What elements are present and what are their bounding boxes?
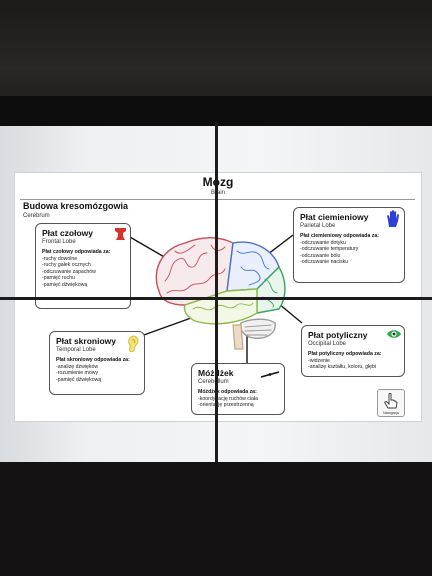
brain-figure-icon bbox=[115, 228, 126, 240]
list-item: -analizę dźwięków bbox=[56, 363, 99, 370]
frontal-lobe-subtitle: Frontal Lobe bbox=[42, 239, 76, 245]
parietal-lobe-card[interactable]: Płat ciemieniowy Parietal Lobe Płat ciem… bbox=[293, 207, 405, 283]
section-title: Budowa kresomózgowia bbox=[23, 201, 129, 211]
list-item: -odczuwanie bólu bbox=[300, 252, 341, 259]
list-item: -analizę kształtu, koloru, głębi bbox=[308, 364, 377, 370]
balance-icon bbox=[260, 371, 280, 378]
cerebellum-responsibility: Móżdżek odpowiada za: bbox=[198, 389, 257, 395]
temporal-lobe-title: Płat skroniowy bbox=[56, 336, 116, 346]
cerebellum-subtitle: Cerebellum bbox=[198, 379, 229, 385]
list-item: -ruchy dowolne bbox=[42, 255, 78, 262]
list-item: -odczuwanie zapachów bbox=[42, 268, 96, 275]
pointer-hand-icon bbox=[384, 392, 398, 409]
temporal-lobe-card[interactable]: Płat skroniowy Temporal Lobe Płat skroni… bbox=[49, 331, 145, 395]
frontal-lobe-region bbox=[155, 237, 234, 306]
screen-bezel-bottom bbox=[0, 462, 432, 576]
ear-icon bbox=[128, 335, 139, 353]
occipital-lobe-title: Płat potyliczny bbox=[308, 330, 368, 340]
bezel-seam-vertical bbox=[215, 122, 218, 464]
brain-stem-region bbox=[232, 324, 244, 350]
bezel-seam-horizontal bbox=[0, 297, 432, 300]
brain-illustration bbox=[155, 237, 286, 350]
frontal-lobe-responsibility: Płat czołowy odpowiada za: bbox=[42, 249, 111, 255]
navigation-label: Nawigacja bbox=[383, 411, 399, 415]
navigation-button[interactable]: Nawigacja bbox=[377, 389, 405, 417]
temporal-lobe-subtitle: Temporal Lobe bbox=[56, 347, 96, 353]
screen-bezel-top bbox=[0, 96, 432, 126]
occipital-lobe-responsibility: Płat potyliczny odpowiada za: bbox=[308, 351, 382, 357]
temporal-lobe-responsibility: Płat skroniowy odpowiada za: bbox=[56, 357, 130, 363]
parietal-lobe-subtitle: Parietal Lobe bbox=[300, 223, 336, 229]
list-item: -pamięć dźwiękową bbox=[56, 376, 102, 383]
list-item: -widzenie bbox=[308, 357, 330, 364]
list-item: -odczuwanie nacisku bbox=[300, 259, 349, 265]
section-header: Budowa kresomózgowia Cerebrum bbox=[23, 201, 128, 220]
parietal-lobe-responsibility: Płat ciemieniowy odpowiada za: bbox=[300, 233, 379, 239]
occipital-lobe-region bbox=[256, 265, 286, 314]
page-title: Mózg bbox=[202, 175, 234, 189]
frontal-lobe-card[interactable]: Płat czołowy Frontal Lobe Płat czołowy o… bbox=[35, 223, 131, 309]
cerebellum-list: -koordynację ruchów ciała -orientację pr… bbox=[198, 396, 278, 409]
list-item: -odczuwanie dotyku bbox=[300, 239, 346, 246]
section-subtitle: Cerebrum bbox=[23, 213, 50, 219]
parietal-lobe-list: -odczuwanie dotyku -odczuwanie temperatu… bbox=[300, 240, 398, 266]
list-item: -orientację przestrzenną bbox=[198, 402, 254, 408]
eye-icon bbox=[387, 330, 401, 338]
frontal-lobe-title: Płat czołowy bbox=[42, 228, 94, 238]
list-item: -rozumienie mowy bbox=[56, 370, 99, 376]
list-item: -pamięć dźwiękową bbox=[42, 281, 88, 288]
list-item: -pamięć ruchu bbox=[42, 275, 75, 281]
occipital-lobe-list: -widzenie -analizę kształtu, koloru, głę… bbox=[308, 358, 398, 371]
hand-icon bbox=[387, 210, 399, 227]
list-item: -ruchy gałek ocznych bbox=[42, 262, 91, 268]
wall-background bbox=[0, 0, 432, 98]
list-item: -koordynację ruchów ciała bbox=[198, 395, 258, 402]
occipital-lobe-card[interactable]: Płat potyliczny Occipital Lobe Płat poty… bbox=[301, 325, 405, 377]
frontal-lobe-list: -ruchy dowolne -ruchy gałek ocznych -odc… bbox=[42, 256, 124, 289]
cerebellum-card[interactable]: Móżdżek Cerebellum Móżdżek odpowiada za:… bbox=[191, 363, 285, 415]
parietal-lobe-title: Płat ciemieniowy bbox=[300, 212, 369, 222]
temporal-lobe-list: -analizę dźwięków -rozumienie mowy -pami… bbox=[56, 364, 138, 384]
list-item: -odczuwanie temperatury bbox=[300, 246, 359, 252]
occipital-lobe-subtitle: Occipital Lobe bbox=[308, 341, 347, 347]
